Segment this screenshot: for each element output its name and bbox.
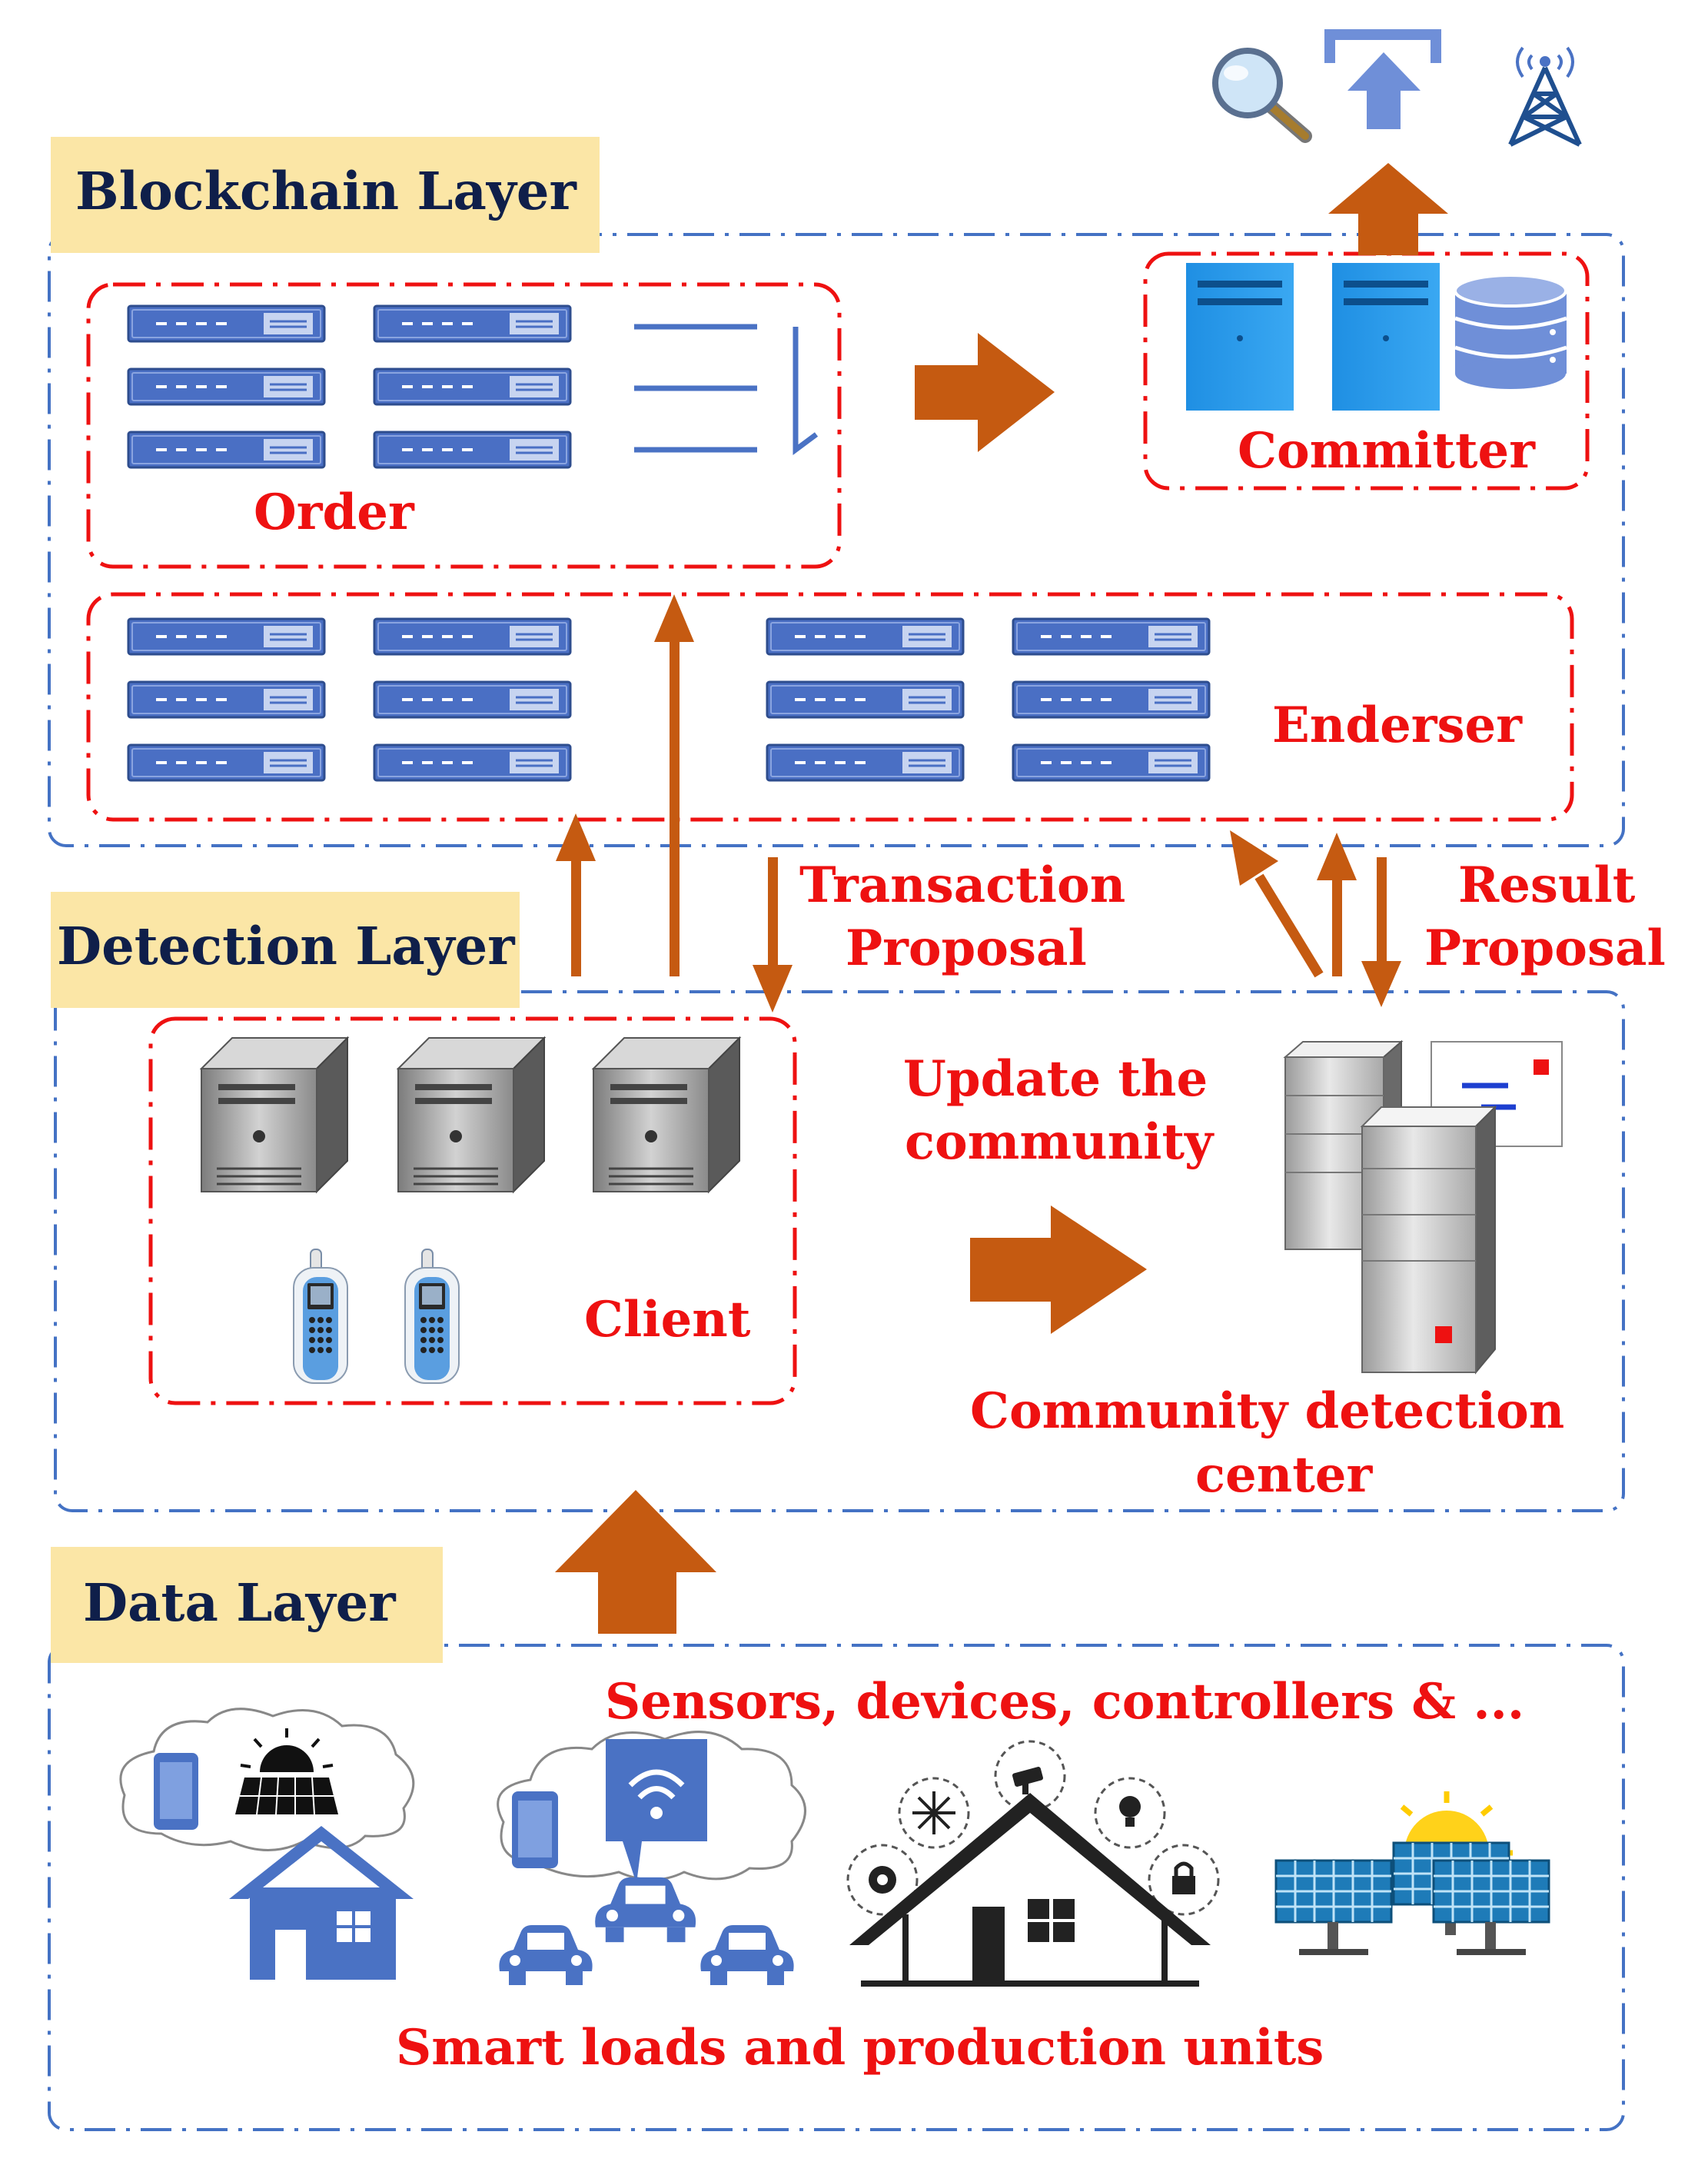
blockchain-layer-border xyxy=(48,233,1625,847)
order-group-border xyxy=(86,282,842,569)
detection-title-band xyxy=(51,892,520,1008)
enderser-server-stack xyxy=(128,619,324,780)
community-detection-server-icon xyxy=(1283,1039,1563,1375)
client-group-border xyxy=(148,1016,797,1405)
ledger-lines-icon xyxy=(634,324,819,455)
community-center-label-line2: center xyxy=(1195,1446,1374,1504)
magnifier-icon xyxy=(1212,48,1312,143)
community-center-label-line1: Community detection xyxy=(970,1382,1564,1440)
result-label-line2: Proposal xyxy=(1424,920,1666,977)
smartphone-icon xyxy=(512,1791,558,1868)
antenna-tower-icon xyxy=(1508,46,1582,147)
order-server-stack xyxy=(374,306,570,467)
result-label-line1: Result xyxy=(1458,856,1636,914)
upload-icon xyxy=(1324,29,1441,129)
client-to-center-arrow xyxy=(970,1206,1147,1334)
detection-layer-border xyxy=(54,990,1625,1512)
update-label-line1: Update the xyxy=(903,1050,1208,1108)
order-to-committer-arrow xyxy=(915,333,1055,452)
committer-label: Committer xyxy=(1238,422,1536,480)
committer-up-arrow xyxy=(1328,163,1448,255)
transaction-label-line1: Transaction xyxy=(799,856,1125,914)
enderser-server-stack xyxy=(767,619,963,780)
blockchain-layer-title: Blockchain Layer xyxy=(75,161,577,221)
data-title-band xyxy=(51,1547,443,1663)
center-to-enderser-arrow xyxy=(1317,833,1357,976)
enderser-server-stack xyxy=(1013,619,1209,780)
blockchain-title-band xyxy=(51,137,600,253)
transaction-proposal-arrow xyxy=(753,857,793,1013)
client-label: Client xyxy=(584,1291,751,1349)
data-to-detection-arrow xyxy=(555,1490,716,1634)
committer-server-icon xyxy=(1332,263,1440,411)
client-server-icon xyxy=(397,1036,546,1193)
smart-home-icon xyxy=(846,1740,1220,1987)
car-icon xyxy=(700,1925,794,1985)
enderser-server-stack xyxy=(374,619,570,780)
enderser-label: Enderser xyxy=(1272,697,1523,754)
client-to-order-arrow xyxy=(654,594,694,976)
car-icon xyxy=(499,1925,593,1985)
order-label: Order xyxy=(254,484,415,541)
enderser-group-border xyxy=(86,592,1574,822)
data-layer-border xyxy=(48,1644,1625,2131)
client-handset-icon xyxy=(293,1249,348,1384)
smart-loads-label: Smart loads and production units xyxy=(396,2019,1324,2077)
client-server-icon xyxy=(200,1036,349,1193)
committer-server-icon xyxy=(1186,263,1294,411)
result-proposal-arrow xyxy=(1361,857,1401,1007)
smartphone-icon xyxy=(154,1753,198,1830)
solar-sun-icon xyxy=(235,1728,338,1815)
client-handset-icon xyxy=(404,1249,460,1384)
sensors-label: Sensors, devices, controllers & ... xyxy=(605,1673,1524,1731)
client-to-enderser-arrow xyxy=(556,813,596,976)
detection-layer-title: Detection Layer xyxy=(57,916,515,976)
house-icon xyxy=(229,1826,414,1980)
data-layer-title: Data Layer xyxy=(83,1572,396,1633)
wifi-bubble-icon xyxy=(606,1739,707,1884)
order-server-stack xyxy=(128,306,324,467)
car-icon xyxy=(595,1877,696,1943)
center-to-enderser-diagonal-arrow xyxy=(1230,830,1324,978)
client-server-icon xyxy=(592,1036,741,1193)
transaction-label-line2: Proposal xyxy=(846,920,1087,977)
solar-panel-icon xyxy=(1274,1791,1550,1955)
update-label-line2: community xyxy=(905,1113,1215,1171)
database-icon xyxy=(1454,274,1567,389)
